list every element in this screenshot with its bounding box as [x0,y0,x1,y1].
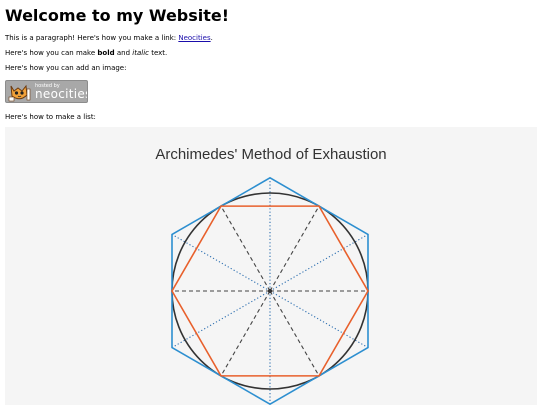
paragraph-text: This is a paragraph! Here's how you make… [5,34,179,42]
paragraph-formatting: Here's how you can make bold and italic … [5,49,167,58]
circumscribed-hexagon [171,176,369,405]
archimedes-figure: Archimedes' Method of Exhaustion [5,127,537,405]
dotted-radius-line [171,233,271,292]
figure-title: Archimedes' Method of Exhaustion [155,146,387,163]
dashed-radius-line [220,290,271,377]
hosted-by-neocities-badge[interactable]: hosted by neocities [5,80,88,103]
dashed-radius-line [269,290,320,377]
badge-neocities-text: neocities [35,87,88,101]
dashed-radius-line [220,205,271,292]
dotted-radius-line [269,233,369,292]
italic-text: italic [132,49,149,57]
paragraph-image: Here's how you can add an image: [5,64,127,72]
neocities-cat-icon [8,84,31,102]
dashed-radius-line [269,205,320,292]
bold-text: bold [97,49,115,57]
center-point [267,288,273,294]
exhaustion-diagram [171,176,369,405]
paragraph-list: Here's how to make a list: [5,113,96,121]
page-title: Welcome to my Website! [5,6,230,25]
dotted-radius-line [171,290,271,349]
neocities-link[interactable]: Neocities [178,34,211,42]
text-before-bold: Here's how you can make [5,49,98,57]
badge-hosted-by-text: hosted by [35,83,60,89]
dotted-radius-line [269,290,369,349]
paragraph-end: . [210,34,213,42]
text-after: text. [148,49,168,57]
inscribed-hexagon [171,205,369,377]
paragraph-link: This is a paragraph! Here's how you make… [5,34,213,43]
text-between: and [114,49,133,57]
